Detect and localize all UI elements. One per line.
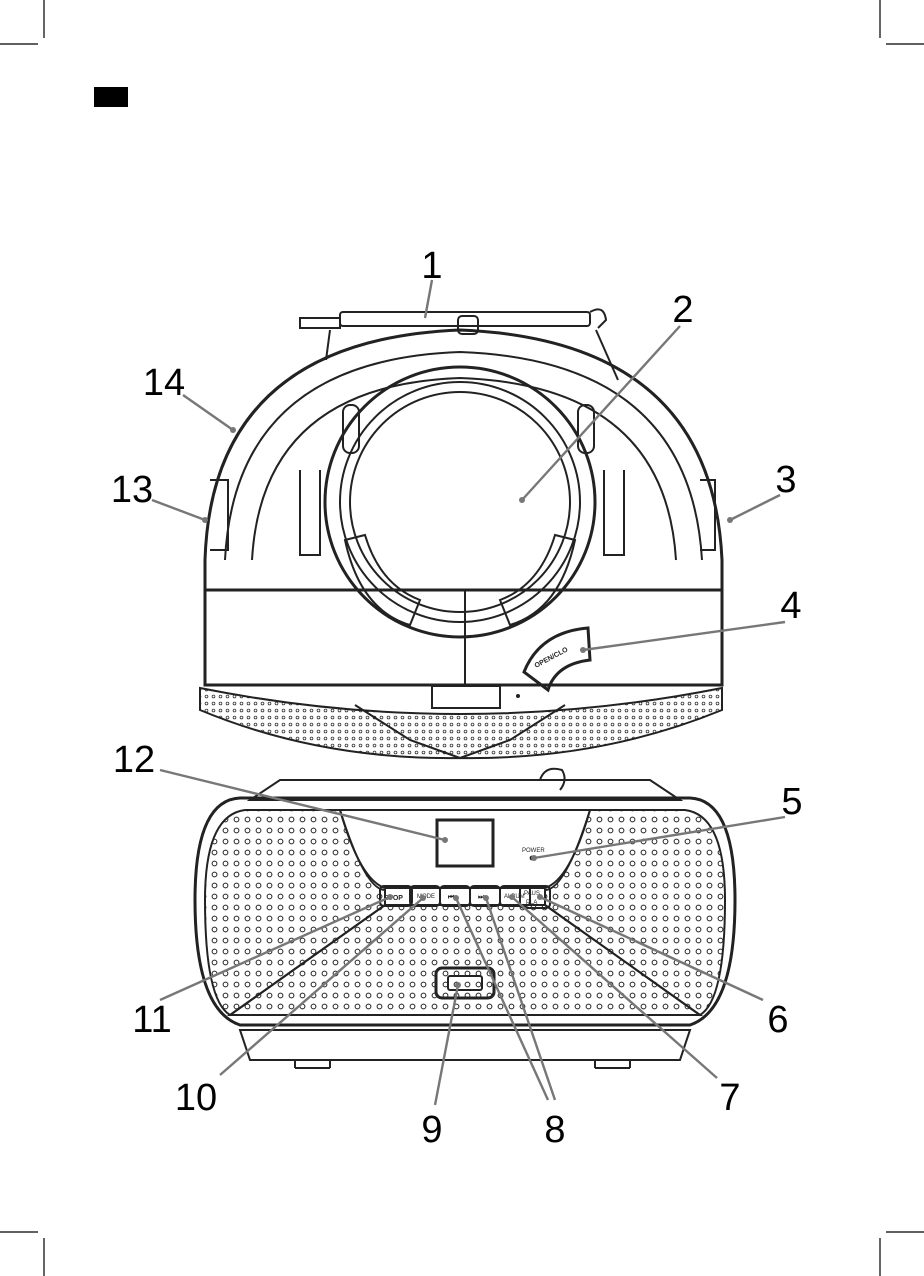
callout-5: 5 (781, 781, 802, 823)
open-close-button[interactable]: OPEN/CLO (524, 628, 590, 690)
top-body-shell (205, 330, 722, 590)
callout-3: 3 (775, 459, 796, 501)
callout-1: 1 (421, 245, 442, 287)
pause-label-line2: PLA (526, 900, 537, 906)
callout-6: 6 (767, 999, 788, 1041)
callout-9: 9 (421, 1109, 442, 1151)
cd-lid[interactable] (325, 367, 595, 637)
power-label: POWER (522, 848, 545, 854)
top-view: OPEN/CLO (200, 309, 722, 758)
top-view-display (432, 686, 500, 708)
callout-2: 2 (672, 289, 693, 331)
callout-14: 14 (143, 362, 185, 404)
callout-13: 13 (111, 469, 153, 511)
callout-10: 10 (175, 1077, 217, 1119)
callout-12: 12 (113, 739, 155, 781)
antenna (300, 309, 618, 380)
callout-8: 8 (544, 1109, 565, 1151)
lcd-display (437, 820, 493, 866)
callout-4: 4 (780, 585, 801, 627)
front-speaker-grill (200, 688, 722, 758)
callout-7: 7 (719, 1077, 740, 1119)
callout-11: 11 (132, 999, 171, 1041)
mode-label: MODE (417, 894, 435, 900)
